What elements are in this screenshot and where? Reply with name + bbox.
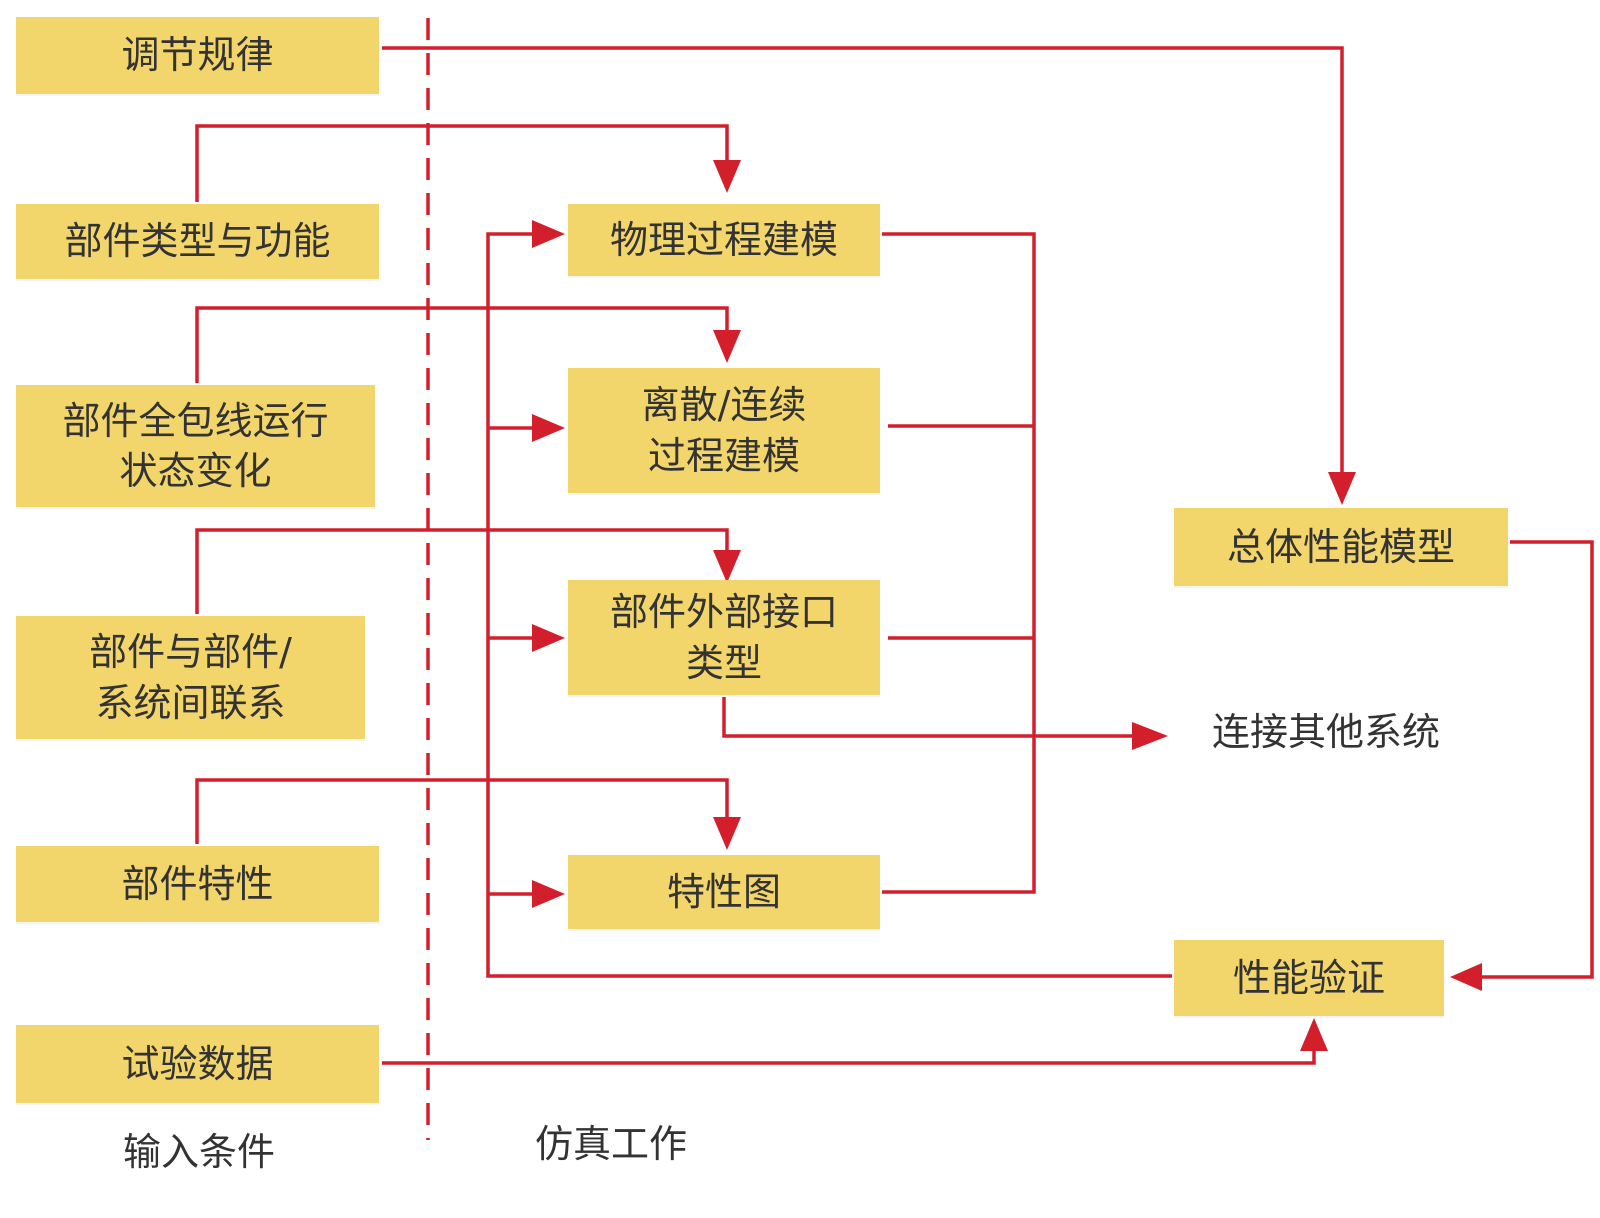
sim-discrete-continuous-line1: 离散/连续 [641,383,807,428]
input-component-characteristics-label: 部件特性 [121,861,274,906]
arrowhead-feedback-interface [532,624,565,652]
sim-physical-modeling-label: 物理过程建模 [609,217,838,262]
arrow-char-to-map [195,778,729,844]
output-connect-other-systems: 连接其他系统 [1212,710,1441,754]
arrowhead-feedback-map [532,880,565,908]
sim-characteristic-map: 特性图 [568,855,880,929]
input-component-type-function-label: 部件类型与功能 [64,219,331,264]
feedback-trunk [486,232,1172,978]
arrow-type-to-physical [195,124,729,202]
sim-physical-modeling: 物理过程建模 [568,204,880,276]
input-component-link-line1: 部件与部件/ [89,630,292,675]
arrowhead-discrete [713,330,741,363]
arrow-test-to-validation [382,1045,1316,1065]
arrow-to-other-systems [722,697,1140,738]
label-simulation-work: 仿真工作 [535,1122,688,1166]
output-performance-validation-label: 性能验证 [1232,955,1385,1000]
input-component-link: 部件与部件/ 系统间联系 [16,616,365,739]
output-overall-model: 总体性能模型 [1174,508,1508,586]
input-regulation-law-label: 调节规律 [121,33,274,78]
arrowhead-validation [1450,963,1482,991]
input-component-type-function: 部件类型与功能 [16,204,379,279]
arrowhead-physical [713,160,741,193]
arrowhead-interface [713,550,741,583]
sim-external-interface-line1: 部件外部接口 [609,590,838,635]
input-component-characteristics: 部件特性 [16,846,379,922]
arrowhead-map [713,817,741,850]
arrow-envelope-to-discrete [195,306,729,383]
sim-discrete-continuous-line2: 过程建模 [647,433,800,478]
input-envelope-state-line1: 部件全包线运行 [62,398,329,443]
input-envelope-state-line2: 状态变化 [119,449,272,493]
sim-external-interface: 部件外部接口 类型 [568,580,880,695]
arrow-link-to-interface [195,528,729,614]
output-performance-validation: 性能验证 [1174,940,1444,1016]
input-envelope-state: 部件全包线运行 状态变化 [16,385,375,507]
collector-bus [882,232,1036,894]
arrowhead-other-systems [1132,722,1168,750]
output-overall-model-label: 总体性能模型 [1226,524,1455,569]
arrow-regulation-to-overall [382,46,1344,478]
sim-discrete-continuous: 离散/连续 过程建模 [568,368,880,493]
label-input-conditions: 输入条件 [123,1130,276,1174]
arrowhead-validation-bottom [1300,1018,1328,1051]
sim-characteristic-map-label: 特性图 [666,869,781,914]
arrowhead-overall [1328,472,1356,505]
arrow-overall-to-validation [1478,540,1594,979]
arrowhead-feedback-discrete [532,414,565,442]
input-regulation-law: 调节规律 [16,17,379,94]
input-component-link-line2: 系统间联系 [95,680,286,725]
input-test-data: 试验数据 [16,1025,379,1103]
input-test-data-label: 试验数据 [121,1041,274,1086]
arrowhead-feedback-physical [532,220,565,248]
sim-external-interface-line2: 类型 [685,640,762,685]
